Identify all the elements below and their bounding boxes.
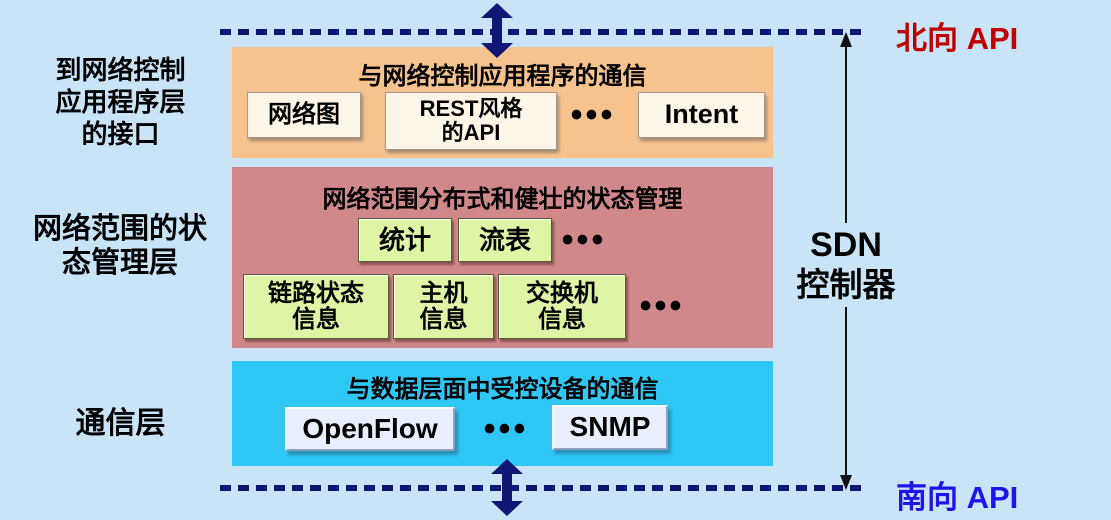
state-row1-ellipsis: ••• <box>561 220 607 259</box>
link-state-line2: 信息 <box>292 305 340 333</box>
rest-api-line1: REST风格 <box>419 96 523 122</box>
label-state-line2: 态管理层 <box>61 247 178 279</box>
network-graph-label: 网络图 <box>268 101 340 129</box>
label-interface-line3: 的接口 <box>81 119 160 149</box>
host-info-box: 主机 信息 <box>393 274 494 339</box>
statistics-box: 统计 <box>358 218 452 262</box>
layer-state-management-title: 网络范围分布式和健壮的状态管理 <box>322 186 683 213</box>
switch-info-line1: 交换机 <box>526 279 598 307</box>
northbound-api-label: 北向 API <box>896 21 1019 56</box>
link-state-info-box: 链路状态 信息 <box>243 274 389 339</box>
northbound-api-dashed-line <box>220 29 868 35</box>
snmp-box: SNMP <box>552 405 668 450</box>
host-info-line2: 信息 <box>419 305 468 333</box>
label-state-management-layer: 网络范围的状 态管理层 <box>5 212 235 280</box>
state-row2-ellipsis: ••• <box>639 287 685 325</box>
sdn-controller-line2: 控制器 <box>796 266 896 303</box>
layer-app-communication-title: 与网络控制应用程序的通信 <box>358 63 647 90</box>
statistics-label: 统计 <box>378 224 431 255</box>
layer-device-communication-title: 与数据层面中受控设备的通信 <box>346 376 659 403</box>
openflow-box: OpenFlow <box>285 407 455 451</box>
rest-api-box: REST风格 的API <box>385 92 557 150</box>
intent-label: Intent <box>664 99 739 130</box>
rest-api-line2: 的API <box>441 120 501 145</box>
label-comm-line1: 通信层 <box>75 407 166 440</box>
network-graph-box: 网络图 <box>247 92 361 138</box>
southbound-double-arrow-icon <box>491 459 523 516</box>
layer-app-communication: 与网络控制应用程序的通信 网络图 REST风格 的API ••• Intent <box>232 47 773 158</box>
sdn-controller-line1: SDN <box>810 226 882 264</box>
layer-device-communication: 与数据层面中受控设备的通信 OpenFlow ••• SNMP <box>232 361 773 466</box>
label-interface-layer: 到网络控制 应用程序层 的接口 <box>28 54 213 150</box>
southbound-api-label: 南向 API <box>896 480 1019 515</box>
flow-table-box: 流表 <box>458 218 552 262</box>
app-comm-ellipsis: ••• <box>570 95 616 134</box>
host-info-line1: 主机 <box>419 279 468 307</box>
intent-box: Intent <box>638 92 765 138</box>
openflow-label: OpenFlow <box>302 412 438 444</box>
switch-info-box: 交换机 信息 <box>498 274 626 339</box>
device-comm-ellipsis: ••• <box>483 409 529 448</box>
label-interface-line1: 到网络控制 <box>55 55 186 85</box>
label-interface-line2: 应用程序层 <box>55 87 186 117</box>
switch-info-line2: 信息 <box>538 305 586 333</box>
label-state-line1: 网络范围的状 <box>32 213 207 245</box>
layer-state-management: 网络范围分布式和健壮的状态管理 统计 流表 ••• 链路状态 信息 主机 信息 … <box>232 167 773 348</box>
link-state-line1: 链路状态 <box>268 279 364 307</box>
snmp-label: SNMP <box>569 411 651 443</box>
southbound-api-dashed-line <box>220 485 868 491</box>
northbound-double-arrow-icon <box>481 3 513 58</box>
label-communication-layer: 通信层 <box>28 398 213 442</box>
flow-table-label: 流表 <box>478 224 531 255</box>
sdn-controller-label: SDN 控制器 <box>786 223 906 307</box>
